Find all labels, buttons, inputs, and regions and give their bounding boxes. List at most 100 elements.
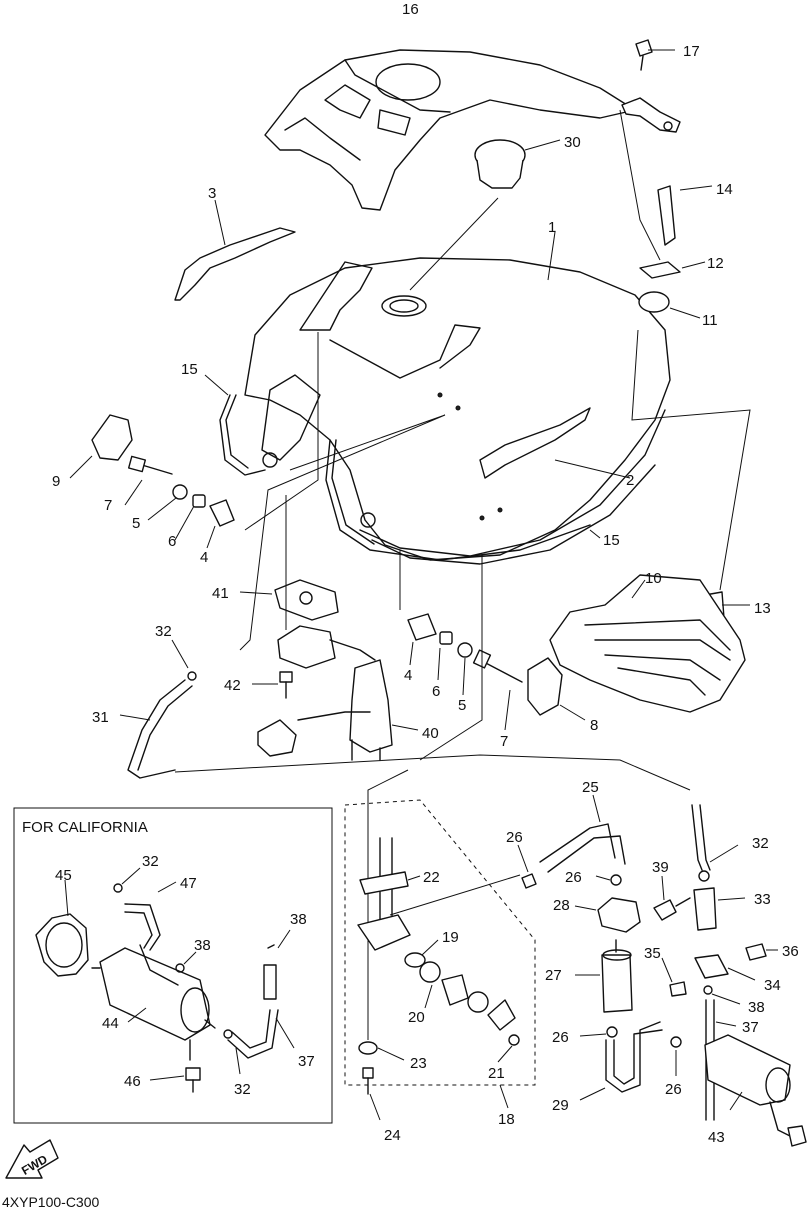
callout-15a: 15 — [181, 361, 198, 378]
parts-19-20-21-cock-parts — [404, 939, 520, 1063]
callout-27: 27 — [545, 967, 562, 984]
callout-31: 31 — [92, 709, 109, 726]
callout-42: 42 — [224, 677, 241, 694]
part-25-hose — [539, 794, 626, 873]
callout-3: 3 — [208, 185, 216, 202]
part-27-fuel-filter — [575, 939, 633, 1013]
part-35-screw — [661, 957, 687, 997]
part-42-bolt — [252, 671, 293, 699]
callout-7b: 7 — [500, 733, 508, 750]
callout-28: 28 — [553, 897, 570, 914]
part-32-hose-right — [691, 804, 739, 871]
part-39-clip — [653, 875, 691, 921]
callout-45: 45 — [55, 867, 72, 884]
part-36-clip — [745, 943, 778, 961]
callout-34: 34 — [764, 977, 781, 994]
part-34-bracket — [694, 954, 756, 981]
callout-7a: 7 — [104, 497, 112, 514]
callout-26c: 26 — [552, 1029, 569, 1046]
part-33-valve — [693, 870, 746, 931]
callout-37b: 37 — [298, 1053, 315, 1070]
callout-6a: 6 — [168, 533, 176, 550]
callout-1: 1 — [548, 219, 556, 236]
callout-20: 20 — [408, 1009, 425, 1026]
callout-15b: 15 — [603, 532, 620, 549]
callout-38b: 38 — [194, 937, 211, 954]
callout-26d: 26 — [665, 1081, 682, 1098]
callout-16: 16 — [402, 1, 419, 18]
callout-47: 47 — [180, 875, 197, 892]
part-22-fuel-cock-tube — [357, 837, 421, 951]
part-44-canister — [91, 944, 216, 1061]
part-32-clamp-box — [223, 1029, 241, 1075]
callout-43: 43 — [708, 1129, 725, 1146]
part-1-fuel-tank — [244, 231, 671, 565]
callout-46: 46 — [124, 1073, 141, 1090]
callout-33: 33 — [754, 891, 771, 908]
callout-9: 9 — [52, 473, 60, 490]
callout-44: 44 — [102, 1015, 119, 1032]
part-47-hose — [113, 867, 177, 951]
part-40-fuel-pump-sender — [257, 625, 419, 761]
callout-40: 40 — [422, 725, 439, 742]
part-37-hose-box — [227, 929, 295, 1059]
part-17-screw-clip — [621, 39, 681, 133]
part-46-bolt — [149, 1067, 201, 1093]
assembly-lines — [174, 109, 751, 1086]
callout-38a: 38 — [290, 911, 307, 928]
california-box: FOR CALIFORNIA — [13, 807, 333, 1124]
callout-13: 13 — [754, 600, 771, 617]
callout-30: 30 — [564, 134, 581, 151]
parts-23-24-washer-screw — [358, 1041, 509, 1121]
part-26-clamps — [517, 844, 682, 1076]
callout-32b: 32 — [752, 835, 769, 852]
callout-14: 14 — [716, 181, 733, 198]
part-3-emblem — [174, 199, 296, 301]
part-31-hose — [119, 639, 197, 779]
part-15-hoses — [204, 374, 601, 561]
callout-23: 23 — [410, 1055, 427, 1072]
part-30-fuel-cap — [474, 139, 561, 189]
callout-4a: 4 — [200, 549, 208, 566]
callout-39: 39 — [652, 859, 669, 876]
callout-21: 21 — [488, 1065, 505, 1082]
callout-37a: 37 — [742, 1019, 759, 1036]
callout-38c: 38 — [748, 999, 765, 1016]
callout-10: 10 — [645, 570, 662, 587]
part-28-fuel-filter-bracket — [574, 897, 641, 933]
callout-12: 12 — [707, 255, 724, 272]
callout-numbers: 16 17 30 14 3 1 12 11 15 9 2 7 5 6 15 4 … — [52, 1, 799, 1146]
callout-17: 17 — [683, 43, 700, 60]
callout-22: 22 — [423, 869, 440, 886]
callout-26b: 26 — [565, 869, 582, 886]
diagram-code: 4XYP100-C300 — [2, 1194, 100, 1210]
callout-26a: 26 — [506, 829, 523, 846]
fwd-arrow-icon: FWD — [5, 1139, 59, 1179]
callout-4b: 4 — [404, 667, 412, 684]
parts-center-mount-hardware — [407, 613, 523, 731]
callout-11: 11 — [702, 312, 718, 329]
callout-35: 35 — [644, 945, 661, 962]
callout-2: 2 — [626, 472, 634, 489]
callout-19: 19 — [442, 929, 459, 946]
callout-6b: 6 — [432, 683, 440, 700]
california-box-title: FOR CALIFORNIA — [22, 819, 148, 836]
callout-29: 29 — [552, 1097, 569, 1114]
callout-5b: 5 — [458, 697, 466, 714]
callout-32c: 32 — [142, 853, 159, 870]
callout-32d: 32 — [234, 1081, 251, 1098]
callout-24: 24 — [384, 1127, 401, 1144]
parts-left-mount-hardware — [69, 414, 235, 549]
part-38-clamp-box — [175, 951, 197, 973]
callout-41: 41 — [212, 585, 229, 602]
part-38-clamp-right — [703, 985, 741, 1005]
part-16-tank-cover — [264, 49, 636, 211]
part-43-canister — [704, 1034, 807, 1147]
part-10-side-cover — [549, 574, 746, 713]
part-29-hose — [579, 1021, 663, 1101]
part-45-gauge — [35, 879, 89, 977]
callout-36: 36 — [782, 943, 799, 960]
callout-8: 8 — [590, 717, 598, 734]
part-8-clip — [527, 657, 586, 721]
